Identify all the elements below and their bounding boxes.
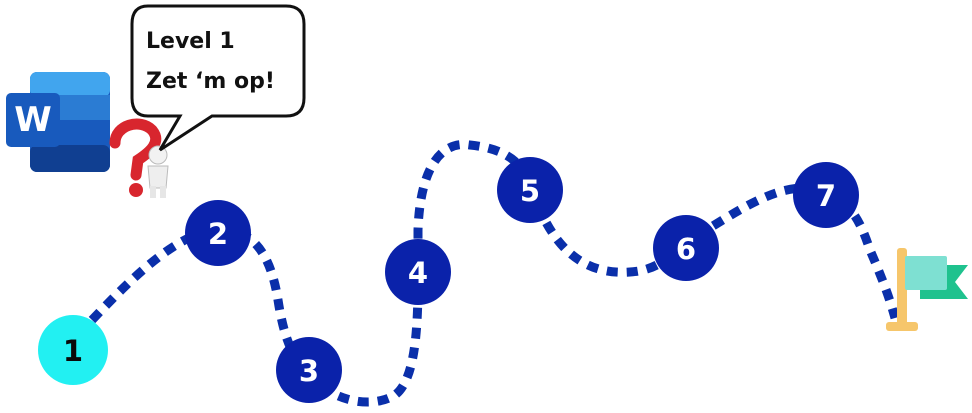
level-node-circle [497,157,563,223]
level-label: 4 [408,256,428,290]
level-node-circle [38,315,108,385]
level-node-circle [793,162,859,228]
level-label: 7 [816,179,836,213]
level-label: 2 [208,217,228,251]
finish-flag-icon [886,248,968,331]
level-3[interactable]: 3 [276,337,342,403]
level-7[interactable]: 7 [793,162,859,228]
word-app-icon: W [6,72,110,172]
question-mark-figure-icon [109,118,169,198]
level-label: 3 [299,354,319,388]
level-node-circle [185,200,251,266]
level-2[interactable]: 2 [185,200,251,266]
level-label: 5 [520,174,540,208]
level-label: 1 [63,334,83,368]
level-label: 6 [676,232,696,266]
level-node-circle [385,239,451,305]
dotted-path [88,139,900,407]
word-logo-letter: W [14,100,52,140]
bubble-line-1: Level 1 [146,29,235,54]
level-1[interactable]: 1 [38,315,108,385]
level-6[interactable]: 6 [653,215,719,281]
speech-bubble: Level 1 Zet ‘m op! [130,4,306,152]
bubble-line-2: Zet ‘m op! [146,69,275,94]
level-5[interactable]: 5 [497,157,563,223]
level-node-circle [276,337,342,403]
level-4[interactable]: 4 [385,239,451,305]
level-node-circle [653,215,719,281]
